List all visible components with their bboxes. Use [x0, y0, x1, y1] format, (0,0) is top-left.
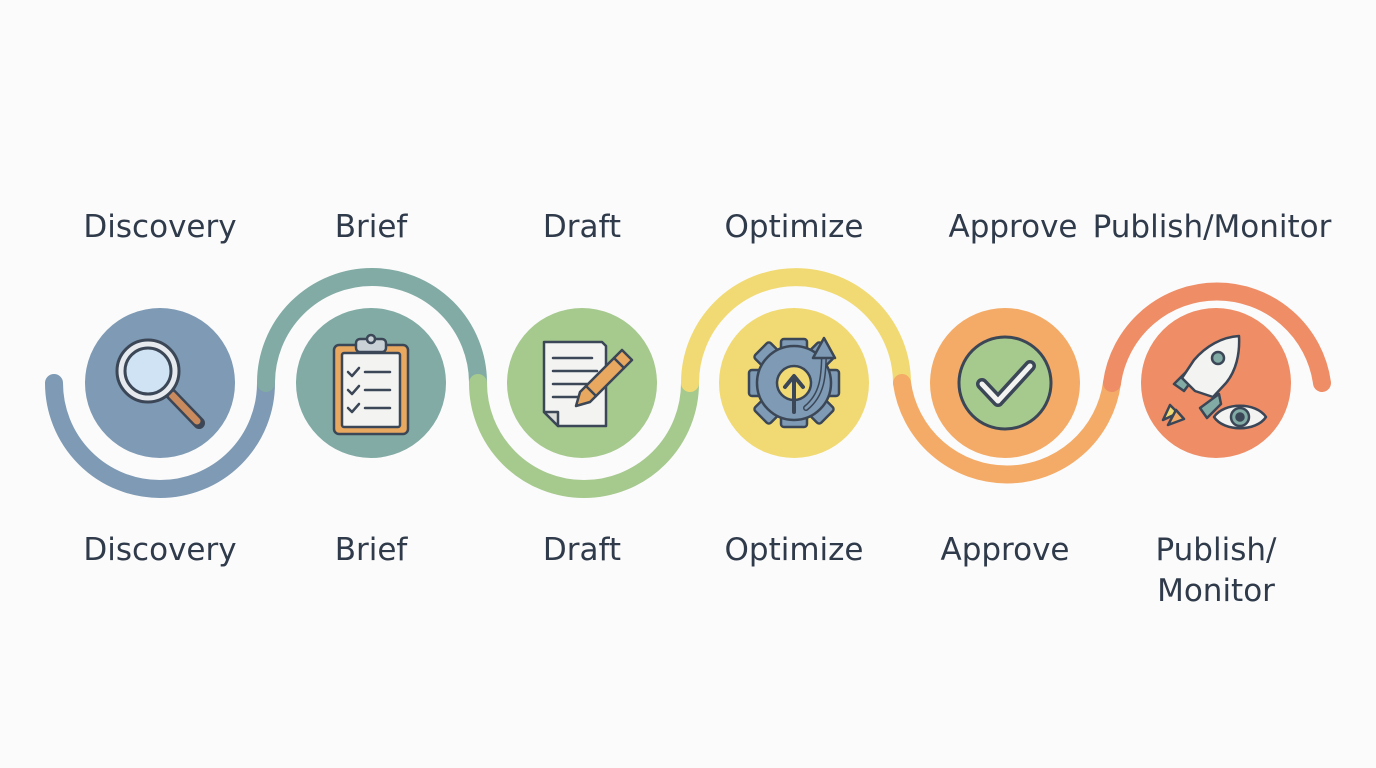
wave-segment-brief: [257, 268, 487, 392]
step-label-bottom-optimize: Optimize: [724, 532, 864, 568]
step-label-bottom-draft: Draft: [542, 532, 622, 568]
magnifier-icon: [115, 338, 205, 429]
rocket-eye-icon: [1161, 334, 1268, 430]
step-label-top-draft: Draft: [542, 209, 622, 245]
checkmark-circle-icon: [957, 335, 1053, 431]
step-label-top-approve: Approve: [948, 209, 1078, 245]
document-pencil-icon: [542, 340, 634, 428]
wave-segment-optimize: [681, 268, 911, 392]
wave-segment-draft: [469, 374, 699, 498]
step-label-top-optimize: Optimize: [724, 209, 864, 245]
step-label-bottom-approve: Approve: [940, 532, 1070, 568]
wave-segment-publish: [1103, 282, 1331, 392]
wave-path: [45, 268, 1331, 498]
step-label-bottom-publish-monitor: Publish/ Monitor: [1155, 532, 1277, 609]
step-label-top-publish-monitor: Publish/Monitor: [1092, 209, 1332, 245]
wave-segment-discovery: [45, 374, 275, 498]
step-label-bottom-brief: Brief: [334, 532, 408, 568]
step-label-top-discovery: Discovery: [83, 209, 237, 245]
step-label-top-brief: Brief: [334, 209, 408, 245]
gear-arrow-up-icon: [747, 336, 841, 429]
clipboard-checklist-icon: [332, 333, 410, 436]
wave-segment-approve: [893, 374, 1121, 484]
step-label-bottom-discovery: Discovery: [83, 532, 237, 568]
